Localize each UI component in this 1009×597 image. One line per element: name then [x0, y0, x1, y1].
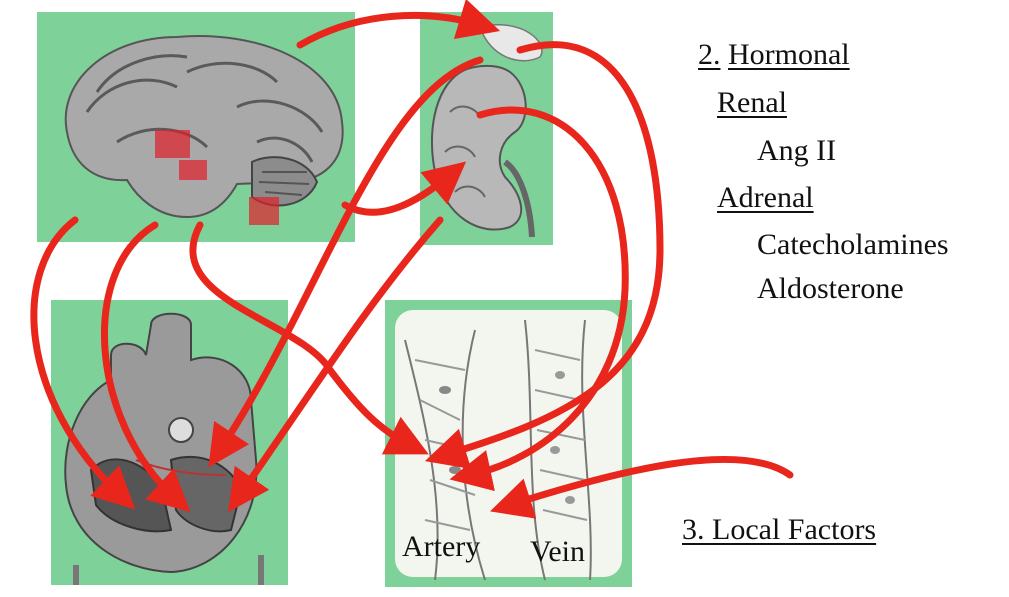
brain-region-marker [249, 197, 279, 225]
brain-region-marker [179, 160, 207, 180]
heart-icon [51, 300, 288, 585]
catecholamines-label: Catecholamines [757, 230, 949, 260]
hormonal-heading: 2. Hormonal [698, 40, 850, 70]
vein-label: Vein [530, 537, 585, 567]
kidney-panel [420, 12, 553, 245]
ang-ii-label: Ang II [757, 136, 836, 166]
renal-label: Renal [717, 88, 787, 118]
kidney-icon [420, 12, 553, 245]
hormonal-number: 2. [698, 38, 721, 71]
local-factors-label: 3. Local Factors [682, 515, 876, 545]
heart-panel [51, 300, 288, 585]
brain-panel [37, 12, 355, 242]
brain-region-marker [155, 130, 190, 158]
brain-icon [37, 12, 355, 242]
artery-label: Artery [402, 532, 480, 562]
aldosterone-label: Aldosterone [757, 274, 904, 304]
hormonal-label: Hormonal [728, 38, 850, 71]
adrenal-label: Adrenal [717, 183, 814, 213]
